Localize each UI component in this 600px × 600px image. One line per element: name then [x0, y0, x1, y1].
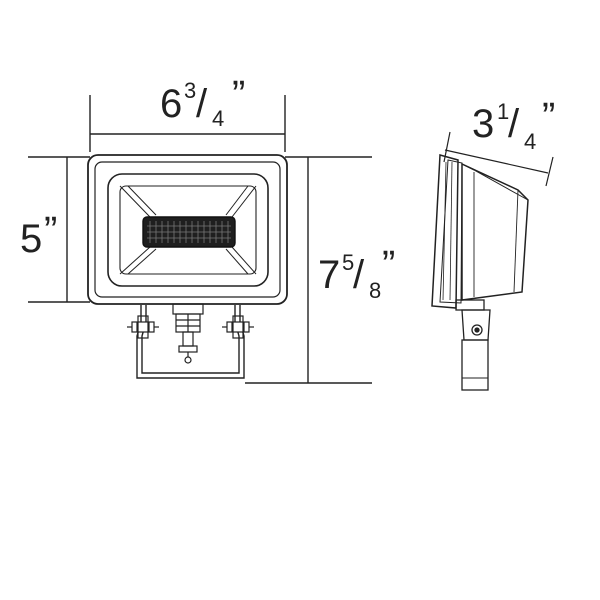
height-whole: 5 [20, 217, 42, 261]
bracket-knob-left [127, 315, 159, 339]
led-array [147, 221, 231, 243]
housing-inner [94, 161, 281, 298]
lens-inner-frame [119, 185, 257, 275]
width-slash: / [196, 82, 208, 126]
width-denominator: 4 [212, 106, 224, 131]
height-dimension-line [28, 156, 90, 303]
height-unit: ” [44, 209, 57, 253]
side-body-top [461, 163, 529, 201]
side-body [461, 162, 529, 301]
width-unit: ” [232, 73, 245, 117]
width-whole: 6 [160, 82, 182, 126]
overall-height-dimension-label: 7 5 / 8 ” [318, 243, 395, 303]
width-numerator: 3 [184, 78, 196, 103]
overall-height-denominator: 8 [369, 278, 381, 303]
depth-dimension-line [443, 131, 554, 187]
front-view [28, 95, 372, 384]
overall-height-slash: / [353, 253, 365, 297]
mounting-bracket [136, 305, 245, 379]
side-bezel [431, 154, 459, 309]
width-dimension-line [89, 95, 286, 152]
depth-numerator: 1 [497, 99, 509, 124]
reflector-lines [119, 185, 257, 275]
side-bezel-inner [439, 159, 463, 304]
depth-denominator: 4 [524, 129, 536, 154]
overall-height-whole: 7 [318, 253, 340, 297]
conduit-fitting [172, 303, 204, 364]
depth-dimension-label: 3 1 / 4 ” [472, 95, 555, 154]
side-view [431, 131, 554, 391]
depth-whole: 3 [472, 102, 494, 146]
side-knuckle [455, 299, 491, 391]
depth-slash: / [508, 102, 520, 146]
bracket-knob-right [222, 315, 254, 339]
overall-height-unit: ” [382, 243, 395, 287]
overall-height-dimension-line [245, 156, 372, 384]
height-dimension-label: 5 ” [20, 209, 57, 261]
depth-unit: ” [542, 95, 555, 139]
lens-frame [107, 173, 269, 287]
width-dimension-label: 6 3 / 4 ” [160, 73, 245, 131]
overall-height-numerator: 5 [342, 250, 354, 275]
